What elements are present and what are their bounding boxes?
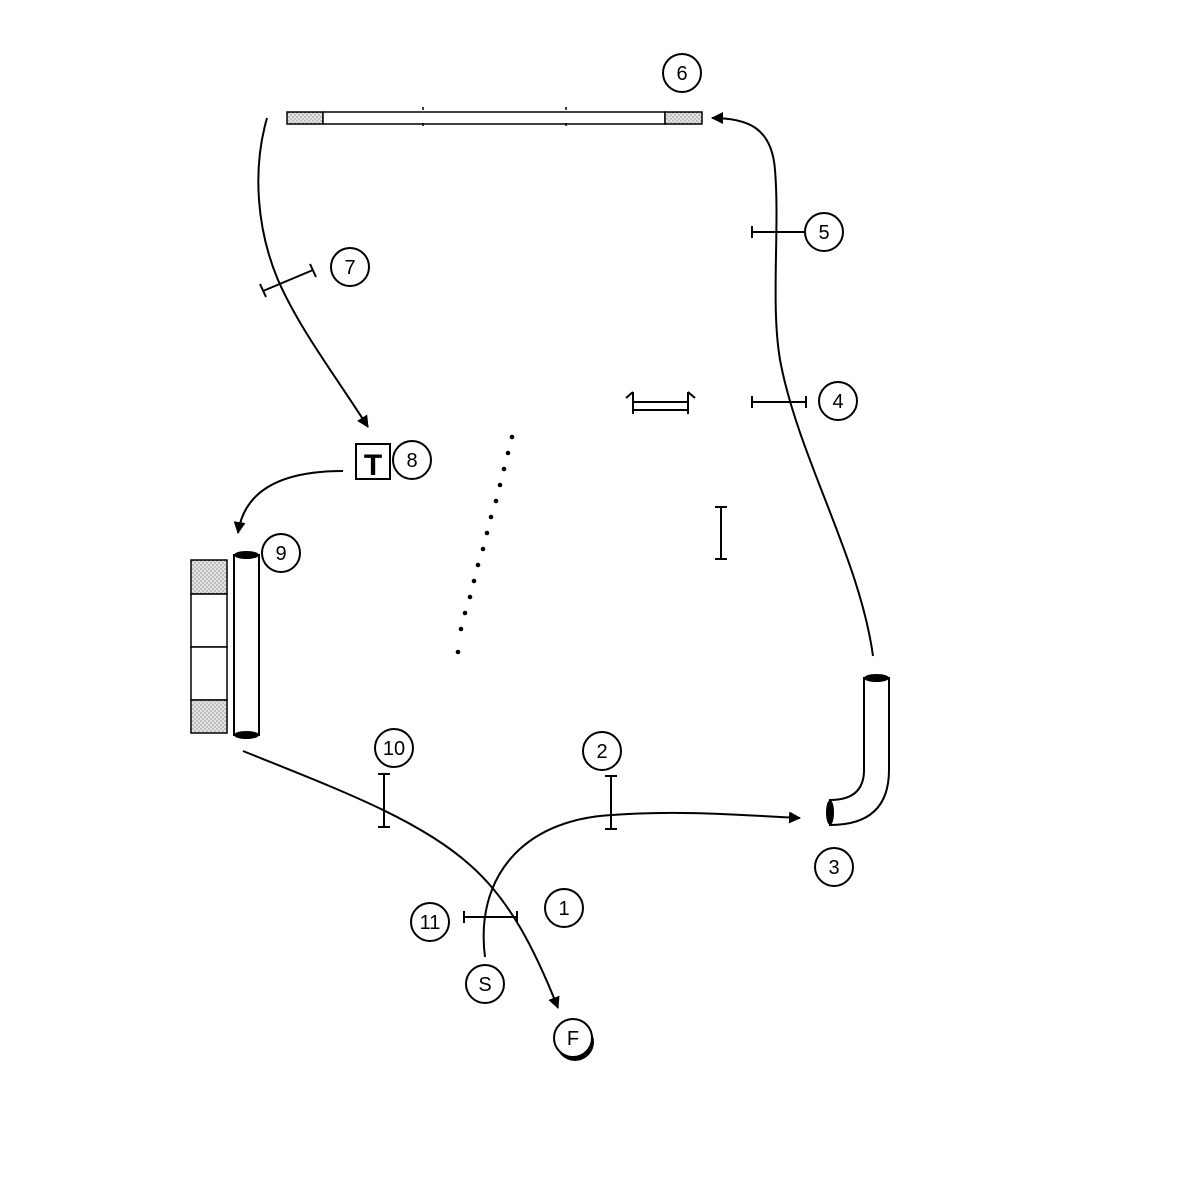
- jump-1-11: [463, 911, 518, 923]
- svg-text:F: F: [567, 1028, 579, 1050]
- svg-text:S: S: [478, 974, 491, 996]
- marker-7: 7: [330, 247, 370, 287]
- svg-text:1: 1: [558, 898, 569, 920]
- path-6-to-8: [257, 117, 369, 428]
- marker-11: 11: [410, 902, 450, 942]
- pause-table: T: [355, 443, 391, 482]
- marker-8: 8: [392, 440, 432, 480]
- marker-1: 1: [544, 888, 584, 928]
- finish-marker: F: [553, 1018, 594, 1061]
- jump-5: [751, 226, 806, 238]
- jump-10: [378, 773, 390, 828]
- marker-2: 2: [582, 731, 622, 771]
- path-9-to-finish: [242, 750, 560, 1009]
- path-3-to-6: [711, 112, 874, 657]
- marker-9: 9: [261, 533, 301, 573]
- jump-unnumbered: [715, 506, 727, 560]
- svg-text:5: 5: [818, 222, 829, 244]
- a-frame: [190, 559, 228, 734]
- jump-4: [751, 396, 807, 408]
- path-start-to-3: [482, 811, 801, 958]
- svg-text:8: 8: [406, 450, 417, 472]
- marker-5: 5: [804, 212, 844, 252]
- double-jump: [625, 391, 696, 414]
- start-marker: S: [465, 964, 505, 1004]
- marker-6: 6: [662, 53, 702, 93]
- svg-text:11: 11: [420, 912, 441, 934]
- straight-tunnel-9: [233, 551, 260, 739]
- svg-text:7: 7: [344, 257, 355, 279]
- svg-text:10: 10: [383, 738, 405, 760]
- curved-tunnel-3: [826, 674, 890, 827]
- marker-10: 10: [374, 728, 414, 768]
- jump-7: [259, 263, 317, 298]
- marker-4: 4: [818, 381, 858, 421]
- path-8-to-9: [233, 470, 344, 534]
- marker-3: 3: [814, 847, 854, 887]
- jump-2: [605, 775, 617, 830]
- svg-text:6: 6: [676, 63, 687, 85]
- weave-poles: [455, 434, 515, 655]
- svg-text:2: 2: [596, 741, 607, 763]
- svg-text:4: 4: [832, 391, 843, 413]
- table-letter: T: [364, 449, 382, 482]
- svg-text:3: 3: [828, 857, 839, 879]
- dog-walk: [286, 107, 703, 129]
- svg-text:9: 9: [275, 543, 286, 565]
